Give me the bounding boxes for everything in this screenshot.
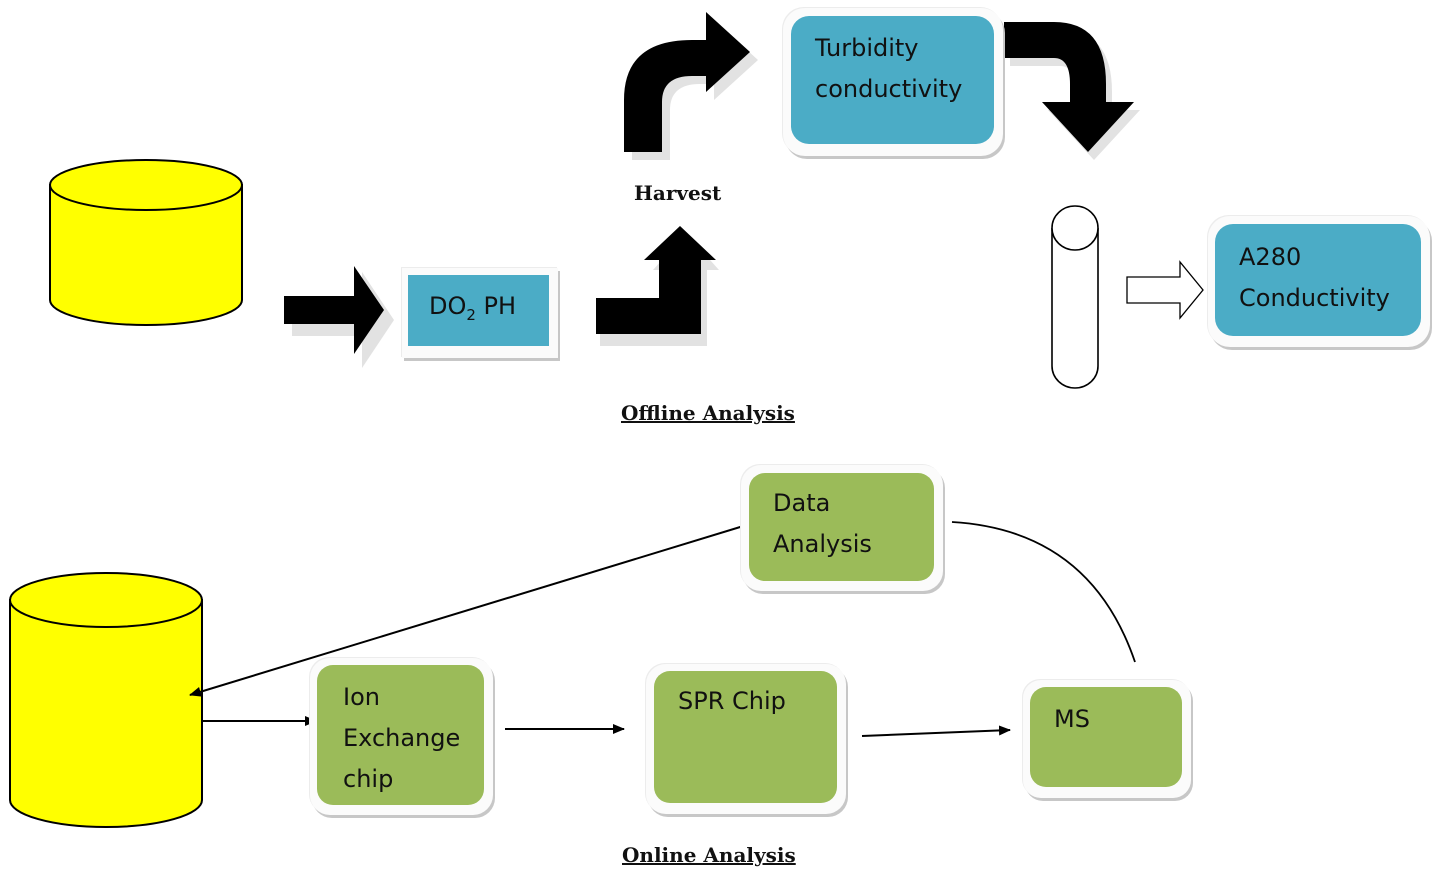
column-tube: [1051, 205, 1099, 389]
analysis-label: Analysis: [773, 530, 872, 558]
do2-prefix: DO: [429, 292, 467, 320]
ms-box: MS: [1030, 687, 1182, 787]
offline-analysis-title: Offline Analysis: [621, 401, 795, 425]
bent-up-arrow-icon: [596, 226, 719, 346]
right-arrow-icon: [284, 266, 394, 368]
turbidity-conductivity-box: Turbidity conductivity: [791, 16, 994, 144]
a280-conductivity-box: A280 Conductivity: [1215, 224, 1421, 336]
outline-right-arrow-icon: [1126, 260, 1204, 320]
curved-up-right-arrow-icon: [624, 12, 758, 160]
ph-label: PH: [475, 292, 517, 320]
conductivity-label: conductivity: [815, 75, 963, 103]
data-analysis-to-tank-arrow: [189, 523, 751, 697]
ms-label: MS: [1054, 705, 1090, 733]
harvest-label: Harvest: [634, 181, 722, 205]
spr-chip-box: SPR Chip: [654, 671, 837, 803]
a280-label: A280: [1239, 243, 1302, 271]
top-tank-cylinder: [49, 159, 243, 326]
chip-label: chip: [343, 765, 394, 793]
bottom-tank-cylinder: [9, 572, 203, 828]
turbidity-label: Turbidity: [815, 34, 919, 62]
a280-conductivity-label: Conductivity: [1239, 284, 1390, 312]
spr-chip-label: SPR Chip: [678, 687, 786, 715]
exchange-label: Exchange: [343, 724, 461, 752]
data-label: Data: [773, 489, 831, 517]
do2-ph-box: DO2 PH: [408, 275, 549, 346]
online-analysis-title: Online Analysis: [622, 843, 796, 867]
data-analysis-box: Data Analysis: [749, 473, 934, 581]
ms-to-data-analysis-curve: [951, 521, 1136, 663]
ion-label: Ion: [343, 683, 380, 711]
spr-to-ms-arrow: [861, 725, 1011, 737]
ion-exchange-chip-box: Ion Exchange chip: [317, 665, 484, 805]
curved-down-arrow-icon: [1004, 22, 1140, 160]
do2-subscript: 2: [466, 305, 476, 324]
